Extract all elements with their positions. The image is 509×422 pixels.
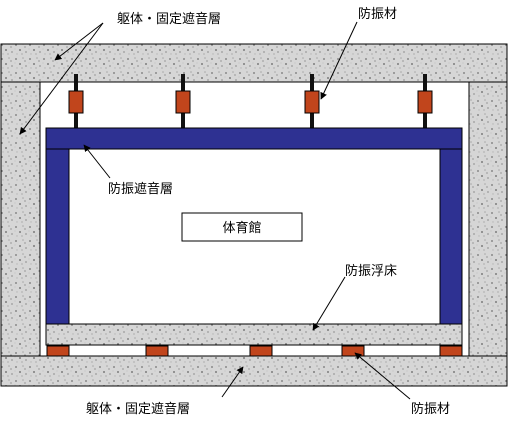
label-isolator-top: 防振材 [358,6,397,22]
structure-right-wall [468,81,508,357]
leader-isolation-layer [83,144,111,179]
leader-structure-top-a [54,22,104,61]
leader-structure-top-b [19,22,104,135]
label-isolator-bottom: 防振材 [411,401,450,417]
label-structure-bottom: 躯体・固定遮音層 [86,401,190,417]
isolation-layer-left [45,148,70,325]
top-isolator-2 [175,90,191,114]
room-label-box [181,212,303,242]
bottom-isolator-pad-1 [46,345,70,357]
top-isolators-group [68,74,433,134]
bottom-isolator-pad-4 [341,345,365,357]
label-structure-top: 躯体・固定遮音層 [117,11,221,27]
bottom-isolator-pad-3 [249,345,273,357]
room-label: 体育館 [222,220,261,236]
top-isolator-4 [417,90,433,114]
isolation-layer-right [439,148,463,325]
top-isolator-1 [68,90,84,114]
structure-top-slab [0,43,508,83]
bottom-isolators-group [46,345,463,357]
bottom-isolator-pad-2 [145,345,169,357]
leader-isolator-bottom [354,352,411,400]
leader-floating-floor [312,276,346,331]
label-floating-floor: 防振浮床 [345,263,397,279]
structure-bottom-slab [0,355,508,387]
structure-left-wall [0,81,41,357]
top-isolator-3 [304,90,320,114]
leader-structure-bottom [221,366,244,398]
floating-floor-slab [45,323,463,346]
isolation-layer-top [45,127,463,150]
bottom-isolator-pad-5 [439,345,463,357]
leader-lines [19,21,411,400]
leader-isolator-top [320,21,358,100]
label-isolation-layer: 防振遮音層 [108,181,173,197]
